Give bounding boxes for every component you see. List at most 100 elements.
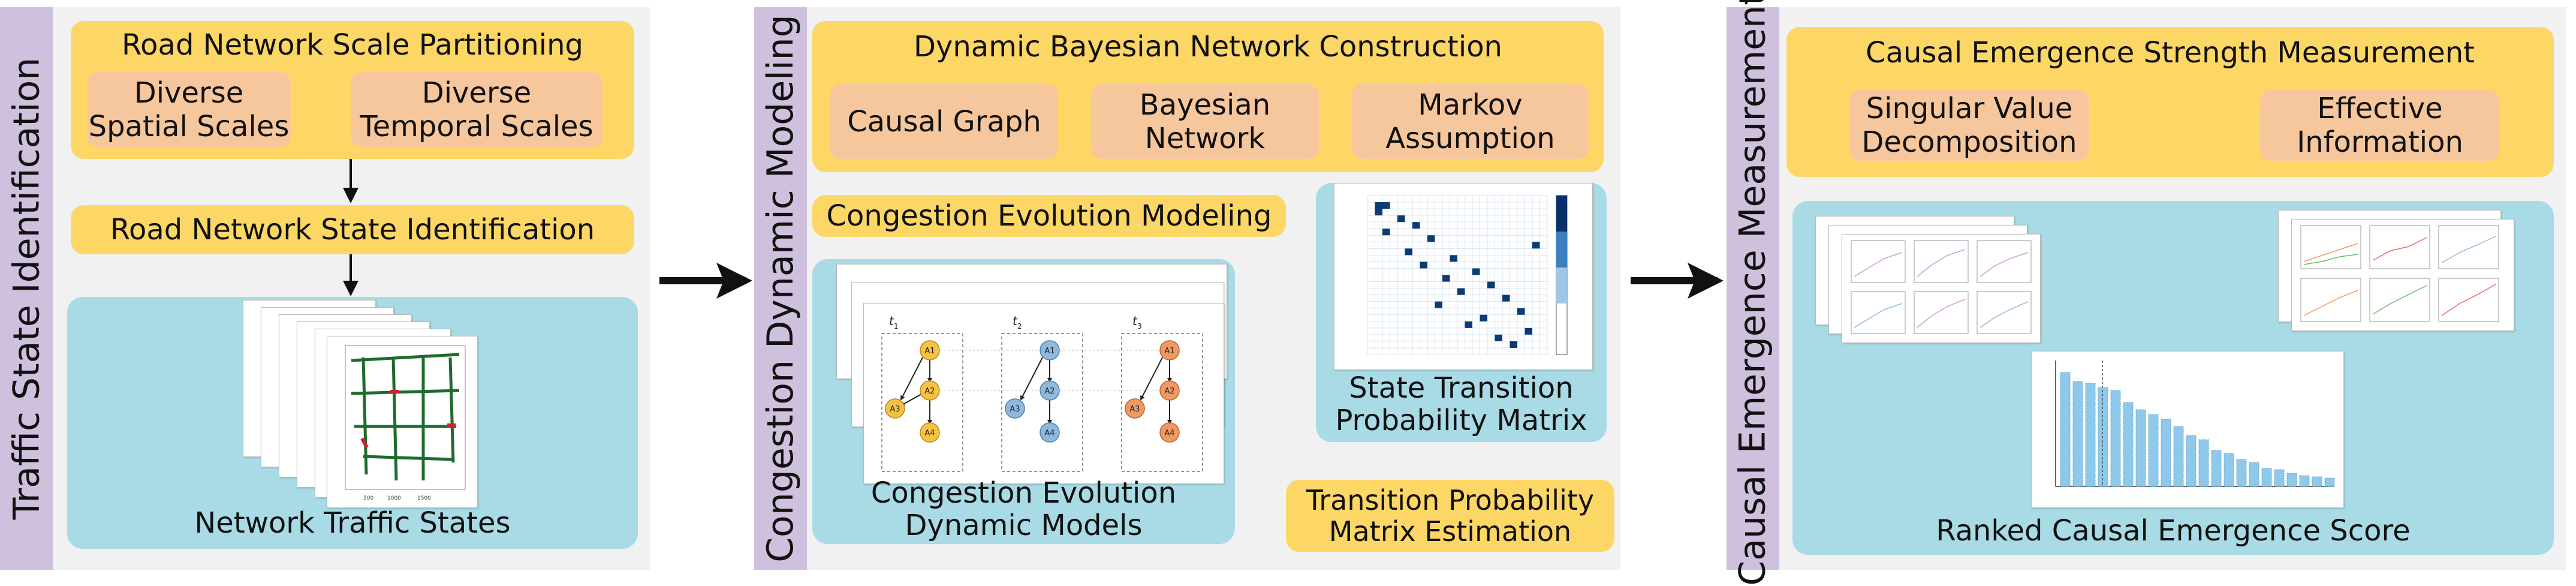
markov-assumption-box: Markov Assumption: [1352, 84, 1589, 159]
svg-text:A4: A4: [1164, 429, 1174, 438]
heatmap-cell: [1375, 209, 1382, 216]
ranked-score-bar: [2060, 372, 2071, 487]
dbn-time-label-3: t: [1132, 314, 1138, 328]
ranked-score-bar: [2186, 435, 2197, 487]
network-traffic-states-caption: Network Traffic States: [194, 506, 511, 540]
heatmap-cell: [1412, 222, 1420, 229]
ranked-score-bar: [2224, 453, 2234, 487]
svg-text:A1: A1: [1164, 347, 1174, 356]
ranked-score-bar: [2312, 476, 2322, 487]
ranked-score-bar: [2249, 462, 2259, 487]
heatmap-cell: [1502, 294, 1510, 302]
svg-text:3: 3: [1137, 322, 1142, 330]
temporal-scales-box: Diverse Temporal Scales: [351, 72, 602, 147]
dbn-node-a4-orange: [1159, 422, 1180, 443]
svg-text:A3: A3: [890, 405, 900, 414]
ranked-score-bar-chart: [2055, 360, 2335, 487]
heatmap-cell: [1382, 202, 1390, 209]
svd-box: Singular Value Decomposition: [1849, 90, 2089, 161]
svg-text:A1: A1: [1044, 347, 1054, 356]
svd-plot-sheet-3: [1842, 234, 2041, 343]
transition-matrix-sheet: [1334, 183, 1593, 370]
ranked-score-chart-sheet: [2031, 351, 2344, 508]
dynamic-models-caption: Congestion Evolution Dynamic Models: [870, 476, 1177, 542]
heatmap-cell: [1517, 308, 1525, 315]
svg-text:A3: A3: [1010, 405, 1020, 414]
heatmap-cell: [1532, 242, 1540, 249]
svg-text:A2: A2: [1044, 387, 1054, 396]
svg-text:2: 2: [1017, 322, 1022, 330]
ranked-score-bar: [2123, 402, 2134, 487]
ranked-score-bar: [2098, 387, 2108, 487]
svg-text:A2: A2: [924, 387, 935, 396]
svg-text:500: 500: [363, 495, 373, 501]
ranked-score-bar: [2236, 459, 2247, 487]
dbn-node-a3-blue: [1005, 398, 1025, 419]
heatmap-cell: [1427, 235, 1435, 242]
dbn-node-a4-yellow: [920, 422, 940, 443]
congestion-modeling-sidebar: Congestion Dynamic Modeling: [754, 7, 807, 570]
road-network-map: 500 1000 1500: [345, 345, 466, 501]
ranked-score-bar: [2198, 439, 2209, 487]
ranked-score-bar: [2173, 426, 2184, 487]
causal-emergence-sidebar: Causal Emergence Measurement: [1727, 0, 1779, 586]
emergence-strength-title: Causal Emergence Strength Measurement: [1866, 36, 2475, 70]
state-sheet-main: 500 1000 1500: [327, 336, 478, 508]
ranked-score-bar: [2085, 383, 2096, 487]
ranked-score-bar: [2135, 409, 2146, 487]
heatmap-cell: [1405, 248, 1412, 256]
ranked-score-bar: [2261, 468, 2272, 487]
scale-partitioning-title: Road Network Scale Partitioning: [121, 28, 584, 62]
heatmap-cell: [1435, 301, 1442, 308]
svg-text:1500: 1500: [417, 495, 431, 501]
dbn-node-a1-orange: [1159, 340, 1180, 360]
svg-text:A1: A1: [924, 347, 935, 356]
spatial-scales-box: Diverse Spatial Scales: [87, 72, 291, 147]
effective-information-box: Effective Information: [2260, 90, 2500, 161]
svg-text:A4: A4: [924, 429, 935, 438]
svg-text:A2: A2: [1164, 387, 1174, 396]
ranked-score-bar: [2211, 450, 2222, 487]
heatmap-cell: [1495, 334, 1502, 341]
heatmap-cell: [1465, 321, 1472, 328]
dbn-node-a3-orange: [1125, 398, 1145, 419]
ranked-score-bar: [2161, 419, 2171, 487]
svg-text:1000: 1000: [387, 495, 401, 501]
ranked-score-bar: [2072, 381, 2083, 487]
heatmap-cell: [1420, 262, 1427, 269]
svg-text:A3: A3: [1129, 405, 1140, 414]
heatmap-cell: [1457, 288, 1465, 295]
causal-emergence-sidebar-title: Causal Emergence Measurement: [1732, 0, 1774, 586]
dbn-time-label-1: t: [889, 314, 894, 328]
heatmap-cell: [1375, 202, 1382, 209]
causal-graph-box: Causal Graph: [830, 84, 1058, 159]
bayesian-network-box: Bayesian Network: [1091, 84, 1319, 159]
heatmap-cell: [1472, 268, 1480, 275]
ranked-score-bar: [2110, 390, 2121, 487]
heatmap-cell: [1382, 229, 1390, 236]
dbn-time-label-2: t: [1013, 314, 1018, 328]
ranked-score-caption: Ranked Causal Emergence Score: [1936, 514, 2411, 548]
heatmap-cell: [1510, 341, 1517, 348]
svg-text:A4: A4: [1044, 429, 1054, 438]
svd-line-plots: [1851, 240, 2032, 334]
matrix-estimation-box: Transition Probability Matrix Estimation: [1286, 480, 1614, 552]
transition-matrix-caption: State Transition Probability Matrix: [1335, 371, 1587, 437]
heatmap-cell: [1524, 327, 1532, 335]
traffic-state-sidebar: Traffic State Identification: [0, 7, 53, 570]
heatmap-cell: [1450, 255, 1457, 262]
transition-matrix-heatmap: [1367, 195, 1568, 355]
heatmap-cell: [1397, 215, 1405, 223]
state-identification-box: Road Network State Identification: [71, 205, 634, 254]
heatmap-cell: [1442, 275, 1450, 282]
ei-plot-sheet-2: [2291, 219, 2514, 331]
ranked-score-bar: [2286, 473, 2297, 487]
ranked-score-bar: [2299, 475, 2310, 487]
effective-information-plots: [2300, 225, 2499, 322]
ranked-score-bar: [2274, 469, 2285, 487]
congestion-modeling-sidebar-title: Congestion Dynamic Modeling: [760, 14, 802, 563]
dbn-node-a3-yellow: [885, 398, 905, 419]
evolution-modeling-box: Congestion Evolution Modeling: [812, 195, 1286, 237]
